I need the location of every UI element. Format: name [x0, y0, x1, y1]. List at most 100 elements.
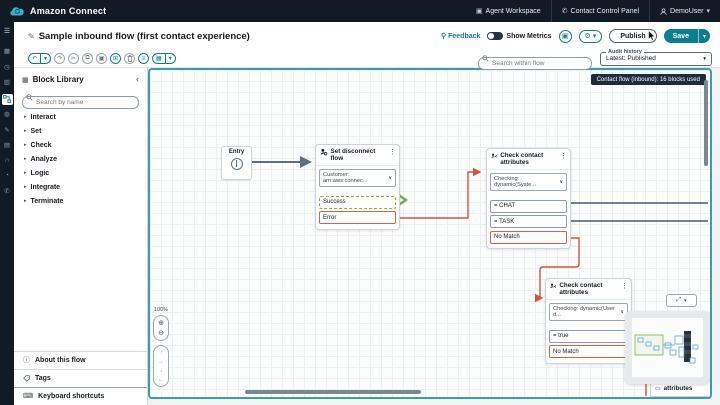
output-error[interactable]: Error [319, 211, 396, 225]
block-check-contact-attributes-2[interactable]: Check contact attributes ⋮ Checking: dyn… [545, 278, 632, 364]
output-true[interactable]: = true [549, 329, 628, 343]
nav-dashboard-icon[interactable]: ▦ [3, 48, 11, 56]
save-button[interactable]: Save [663, 29, 698, 43]
pan-right-button[interactable]: → [158, 358, 164, 365]
publish-button[interactable]: Publish [609, 29, 657, 43]
category-check[interactable]: ▸ Check [14, 138, 147, 152]
category-analyze[interactable]: ▸ Analyze [14, 152, 147, 166]
user-menu[interactable]: DemoUser ▾ [649, 0, 720, 22]
zoom-out-button[interactable]: ⊖ [158, 329, 164, 337]
vertical-scrollbar[interactable] [704, 80, 708, 166]
copy-button[interactable]: ⧉ [82, 53, 94, 64]
edit-tool-group: ↶ ▾ ↷ ✂ ⧉ ▣ ⊞ ≡ ▦ ▾ [28, 53, 176, 64]
zoom-in-button[interactable]: ⊕ [158, 319, 164, 327]
block-menu-icon[interactable]: ⋮ [560, 153, 567, 160]
audit-history-label: Audit history [606, 48, 644, 55]
category-label: Terminate [30, 197, 64, 205]
contact-control-panel-link[interactable]: ✆ Contact Control Panel [550, 0, 649, 22]
nav-channels-icon[interactable]: ▤ [3, 141, 11, 149]
menu-toggle-icon[interactable]: ☰ [3, 28, 11, 35]
tags-row[interactable]: Tags [14, 369, 147, 387]
arrange-button[interactable]: ≡ [138, 53, 150, 64]
parameter-value: Checking: dynamic(User d... [553, 306, 615, 319]
nav-config-icon[interactable]: ✎ [4, 126, 10, 134]
pan-up-button[interactable]: ↑ [159, 349, 163, 356]
fit-view-icon: ⤢ [676, 297, 682, 303]
show-metrics-toggle[interactable] [487, 32, 504, 40]
output-no-match[interactable]: No Match [549, 345, 628, 359]
paste-button[interactable]: ▣ [96, 53, 108, 64]
block-library-title: Block Library [32, 75, 84, 84]
feedback-link[interactable]: ⚲ Feedback [441, 32, 480, 41]
search-within-flow-input[interactable] [478, 57, 592, 70]
cut-button[interactable]: ✂ [68, 53, 80, 64]
paste-icon: ▣ [98, 56, 105, 62]
block-parameter-dropdown[interactable]: Checking: dynamic(User d... ∨ [549, 303, 628, 322]
canvas-zoom-controls: 100% ⊕ ⊖ ↑ → ↓ ← [153, 307, 169, 391]
about-this-flow-row[interactable]: ⓘ About this flow [14, 351, 147, 369]
flow-title: Sample inbound flow (first contact exper… [38, 30, 250, 42]
nav-users-icon[interactable]: ◍ [4, 111, 10, 119]
category-label: Analyze [30, 155, 57, 163]
delete-button[interactable] [124, 53, 136, 64]
block-parameter-dropdown[interactable]: Checking: dynamic(Syste... ∨ [490, 173, 567, 192]
amazon-connect-brand[interactable]: Amazon Connect [10, 6, 106, 17]
block-header: Check contact attributes ⋮ [546, 279, 631, 301]
nav-flows-icon-active[interactable] [1, 93, 13, 105]
options-caret-icon: ▾ [592, 33, 597, 40]
undo-split-button[interactable]: ↶ ▾ [28, 53, 52, 64]
nav-history-icon[interactable]: ◷ [4, 63, 10, 71]
block-menu-icon[interactable]: ⋮ [389, 149, 396, 156]
amazon-connect-logo-icon [10, 6, 24, 15]
nav-profile-icon[interactable]: ◔ [5, 172, 9, 180]
snap-to-grid-button[interactable]: ⊞ [110, 53, 122, 64]
output-chat[interactable]: = CHAT [490, 199, 567, 213]
nav-phone-icon[interactable]: ✆ [4, 187, 10, 195]
keyboard-shortcuts-row[interactable]: ⌨ Keyboard shortcuts [14, 387, 147, 405]
search-icon [26, 94, 33, 101]
output-success[interactable]: Success [319, 195, 396, 209]
nav-headset-icon[interactable]: ∩ [4, 157, 10, 165]
flow-options-button[interactable]: ⚙ ▾ [578, 29, 603, 43]
category-integrate[interactable]: ▸ Integrate [14, 180, 147, 194]
view-caret-icon: ▾ [168, 56, 172, 62]
expand-caret-icon: ▸ [24, 142, 27, 148]
block-check-contact-attributes-1[interactable]: Check contact attributes ⋮ Checking: dyn… [486, 148, 571, 250]
agent-workspace-link[interactable]: ▣ Agent Workspace [466, 0, 551, 22]
view-split-button[interactable]: ▦ ▾ [152, 53, 176, 64]
library-search-input[interactable] [22, 96, 139, 109]
phone-icon: ✆ [561, 8, 568, 15]
title-actions: ⚲ Feedback Show Metrics ▣ ⚙ ▾ Publish Sa… [441, 29, 710, 43]
block-parameter-dropdown[interactable]: Customer: arn:aws:connec... ∨ [319, 169, 396, 188]
flow-settings-button[interactable]: ▣ [558, 29, 572, 43]
show-metrics-label: Show Metrics [506, 32, 552, 40]
category-interact[interactable]: ▸ Interact [14, 110, 147, 124]
save-caret-button[interactable]: ▾ [697, 29, 710, 43]
minimap-panel[interactable] [625, 311, 710, 384]
pan-down-button[interactable]: ↓ [159, 367, 163, 374]
arrange-icon: ≡ [141, 55, 146, 62]
output-no-match[interactable]: No Match [490, 230, 567, 244]
keyboard-shortcuts-label: Keyboard shortcuts [38, 393, 105, 400]
collapse-panel-icon[interactable]: ‹ [136, 73, 139, 84]
user-name-label: DemoUser [670, 7, 704, 15]
pan-left-button[interactable]: ← [158, 376, 164, 383]
entry-block[interactable]: Entry [221, 146, 252, 180]
category-logic[interactable]: ▸ Logic [14, 166, 147, 180]
flow-canvas[interactable]: Contact flow (inbound): 16 blocks used E… [148, 68, 712, 399]
library-footer: ⓘ About this flow Tags ⌨ Keyboard shortc… [14, 351, 147, 405]
redo-button[interactable]: ↷ [54, 53, 66, 64]
pan-button-group: ↑ → ↓ ← [153, 345, 169, 387]
minimap-caret-icon: ▾ [684, 297, 687, 304]
copy-icon: ⧉ [85, 55, 90, 61]
horizontal-scrollbar[interactable] [245, 390, 421, 394]
minimap-toggle-button[interactable]: ⤢ ▾ [666, 294, 697, 307]
nav-metrics-icon[interactable]: ▥ [3, 78, 11, 86]
output-task[interactable]: = TASK [490, 215, 567, 229]
edit-title-icon[interactable]: ✎ [28, 31, 35, 41]
category-set[interactable]: ▸ Set [14, 124, 147, 138]
block-menu-icon[interactable]: ⋮ [621, 283, 628, 290]
audit-history-select[interactable]: Audit history Latest: Published ▾ [600, 48, 712, 66]
block-set-disconnect-flow[interactable]: Set disconnect flow ⋮ Customer: arn:aws:… [315, 144, 400, 230]
category-terminate[interactable]: ▸ Terminate [14, 194, 147, 208]
